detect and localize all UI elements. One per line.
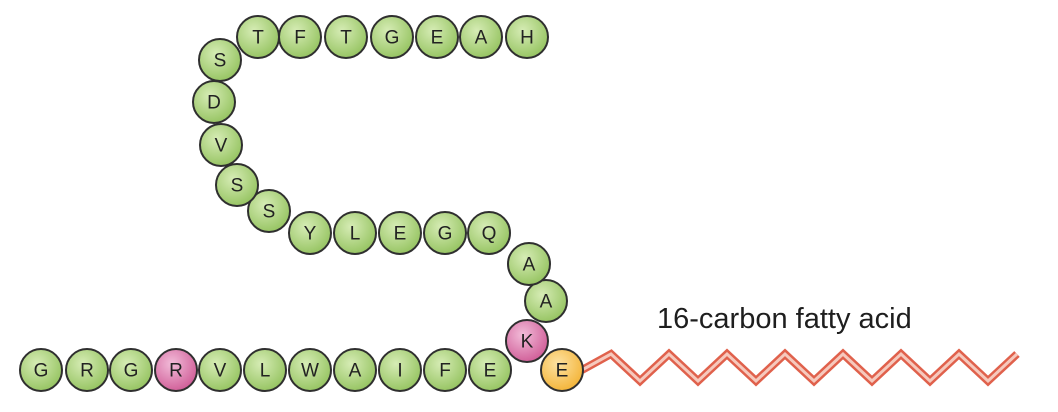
residue-bead: A: [524, 279, 568, 323]
residue-letter: G: [34, 361, 49, 382]
residue-circle: [324, 15, 368, 59]
residue-circle: [19, 348, 63, 392]
residue-bead: I: [378, 348, 422, 392]
residue-bead: S: [198, 38, 242, 82]
residue-letter: H: [520, 28, 534, 49]
residue-bead: L: [333, 211, 377, 255]
residue-circle: [333, 348, 377, 392]
residue-letter: V: [215, 136, 228, 157]
residue-letter: R: [80, 361, 94, 382]
residue-letter: T: [340, 28, 352, 49]
residue-bead: T: [236, 15, 280, 59]
residue-circle: [507, 242, 551, 286]
residue-circle: [378, 348, 422, 392]
residue-letter: S: [263, 202, 276, 223]
residue-bead: G: [370, 15, 414, 59]
residue-letter: G: [438, 224, 453, 245]
residue-bead: S: [247, 189, 291, 233]
residue-letter: E: [431, 28, 444, 49]
residue-letter: S: [231, 176, 244, 197]
residue-bead: Y: [288, 211, 332, 255]
residue-circle: [370, 15, 414, 59]
residue-circle: [467, 211, 511, 255]
residue-bead: A: [459, 15, 503, 59]
residue-letter: T: [252, 28, 264, 49]
residue-bead: V: [199, 123, 243, 167]
residue-letter: A: [349, 361, 362, 382]
residue-circle: [288, 211, 332, 255]
residue-bead: Q: [467, 211, 511, 255]
residue-letter: V: [214, 361, 227, 382]
residue-letter: W: [301, 361, 319, 382]
residue-bead: G: [19, 348, 63, 392]
residue-bead: E: [468, 348, 512, 392]
residue-bead: G: [423, 211, 467, 255]
residue-letter: K: [521, 332, 534, 353]
residue-letter: F: [294, 28, 306, 49]
residue-letter: L: [260, 361, 271, 382]
residue-circle: [540, 348, 584, 392]
residue-letter: A: [523, 255, 536, 276]
residue-circle: [423, 348, 467, 392]
residue-circle: [278, 15, 322, 59]
residue-circle: [423, 211, 467, 255]
residue-letter: G: [385, 28, 400, 49]
residue-bead: K: [505, 319, 549, 363]
residue-bead: T: [324, 15, 368, 59]
residue-circle: [215, 163, 259, 207]
residue-circle: [505, 15, 549, 59]
residue-circle: [247, 189, 291, 233]
residue-letter: D: [207, 93, 221, 114]
residue-letter: F: [439, 361, 451, 382]
residue-circle: [468, 348, 512, 392]
residue-letter: A: [475, 28, 488, 49]
residue-circle: [524, 279, 568, 323]
residue-circle: [198, 38, 242, 82]
acylated-residue-bead: E: [540, 348, 584, 392]
residue-bead: A: [333, 348, 377, 392]
fatty-acid-chain: [580, 348, 1020, 387]
residue-bead: V: [198, 348, 242, 392]
residue-circle: [198, 348, 242, 392]
residue-bead: F: [423, 348, 467, 392]
residue-letter: Q: [482, 224, 497, 245]
residue-bead: R: [154, 348, 198, 392]
residue-bead: S: [215, 163, 259, 207]
fatty-acid-label: 16-carbon fatty acid: [657, 303, 912, 335]
residue-circle: [333, 211, 377, 255]
residue-letter: S: [214, 51, 227, 72]
residue-circle: [109, 348, 153, 392]
residue-letter: A: [540, 292, 553, 313]
residue-bead: A: [507, 242, 551, 286]
residue-circle: [243, 348, 287, 392]
residue-circle: [505, 319, 549, 363]
residue-circle: [65, 348, 109, 392]
residue-letter: E: [556, 361, 569, 382]
residue-bead: F: [278, 15, 322, 59]
residue-letter: G: [124, 361, 139, 382]
residue-letter: E: [394, 224, 407, 245]
residue-circle: [378, 211, 422, 255]
residue-letter: R: [169, 361, 183, 382]
residue-bead: E: [415, 15, 459, 59]
residue-bead: L: [243, 348, 287, 392]
residue-circle: [154, 348, 198, 392]
residue-circle: [459, 15, 503, 59]
residue-letter: L: [350, 224, 361, 245]
residue-bead: H: [505, 15, 549, 59]
residue-letter: Y: [304, 224, 317, 245]
residue-bead: E: [378, 211, 422, 255]
fatty-acid-zigzag-highlight: [581, 351, 1019, 384]
residue-bead: D: [192, 80, 236, 124]
residue-circle: [199, 123, 243, 167]
residue-letter: I: [397, 361, 402, 382]
residue-letter: E: [484, 361, 497, 382]
residue-circle: [415, 15, 459, 59]
residue-circle: [288, 348, 332, 392]
residue-bead: W: [288, 348, 332, 392]
residue-bead: G: [109, 348, 153, 392]
residue-bead: R: [65, 348, 109, 392]
